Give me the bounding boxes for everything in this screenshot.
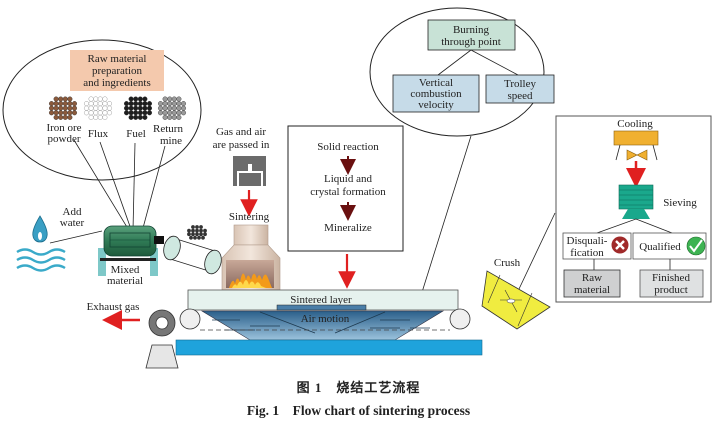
pellet xyxy=(199,232,203,237)
air-motion-label: Air motion xyxy=(301,313,350,325)
disq-line-2: fication xyxy=(570,247,604,259)
solid-reaction-text: Solid reaction xyxy=(317,141,379,153)
iron-ore-label-2: powder xyxy=(48,133,81,145)
mixer-drum: Mixed material xyxy=(98,225,164,287)
burning-through-point-box xyxy=(427,19,516,51)
vcv-line-1: Vertical xyxy=(419,77,453,89)
exhaust-group: Exhaust gas xyxy=(87,301,140,330)
water-group: Add water xyxy=(16,206,103,272)
sieving-label: Sieving xyxy=(663,197,697,209)
flux-label: Flux xyxy=(88,128,109,140)
pellet xyxy=(197,235,201,240)
fan-icon xyxy=(626,149,648,161)
raw-out-line-2: material xyxy=(574,284,610,296)
reaction-box: Solid reaction Liquid and crystal format… xyxy=(287,125,404,289)
pellet xyxy=(195,228,199,233)
sintered-layer-label: Sintered layer xyxy=(290,294,352,306)
trolley-line-2: speed xyxy=(507,90,533,102)
fuel-pile xyxy=(123,96,152,120)
raw-out-line-1: Raw xyxy=(582,272,602,284)
post-processing-panel: Cooling Sieving Disquali- fication Quali… xyxy=(555,115,712,303)
pellet xyxy=(193,235,197,240)
pellet xyxy=(199,225,203,229)
burning-line-2: through point xyxy=(441,36,501,48)
pellet xyxy=(195,225,199,229)
pellet xyxy=(203,232,207,237)
pellet xyxy=(189,235,193,240)
add-water-label-2: water xyxy=(60,217,85,229)
conveyor-base xyxy=(175,339,483,356)
trolley-line-1: Trolley xyxy=(504,78,536,90)
cooler-icon xyxy=(613,130,659,146)
pellet xyxy=(187,232,191,237)
sieve-icon xyxy=(618,184,654,210)
pellet xyxy=(187,228,191,233)
material-piles xyxy=(49,96,186,120)
accept-icon xyxy=(686,236,706,256)
raw-title-line3: and ingredients xyxy=(83,77,151,89)
gas-air-label-2: are passed in xyxy=(213,139,270,151)
mixed-material-label-2: material xyxy=(107,275,143,287)
finished-product-box xyxy=(639,269,704,298)
raw-material-output-box xyxy=(563,269,621,298)
burning-line-1: Burning xyxy=(453,24,490,36)
pellet xyxy=(191,225,195,229)
fuel-label: Fuel xyxy=(126,128,146,140)
sinter-mix-pellets xyxy=(187,225,207,240)
gas-inlet-group: Gas and air are passed in Sintering xyxy=(213,126,270,223)
raw-material-group: Raw material preparation and ingredients… xyxy=(2,39,202,233)
caption-chinese: 图 1 烧结工艺流程 xyxy=(296,380,421,395)
air-flow-lines xyxy=(212,311,430,334)
exhaust-gas-label: Exhaust gas xyxy=(87,301,140,313)
pellet xyxy=(191,232,195,237)
feed-drum xyxy=(163,225,222,275)
raw-title-line2: preparation xyxy=(92,65,143,77)
crusher-group: Crush xyxy=(481,212,556,330)
roller-left xyxy=(179,308,201,330)
burning-through-group: Burning through point Vertical combustio… xyxy=(369,7,555,311)
pellet xyxy=(195,232,199,237)
roller-right xyxy=(449,308,471,330)
mixed-material-label-1: Mixed xyxy=(111,264,140,276)
return-mine-label-1: Return xyxy=(153,123,183,135)
pellet xyxy=(203,228,207,233)
liquid-text-2: crystal formation xyxy=(310,186,386,198)
gas-air-label-1: Gas and air xyxy=(216,126,266,138)
liquid-text-1: Liquid and xyxy=(324,173,372,185)
crush-label: Crush xyxy=(494,257,521,269)
pellet xyxy=(199,228,203,233)
disq-line-1: Disquali- xyxy=(567,235,608,247)
finished-line-1: Finished xyxy=(652,272,690,284)
iron-ore-label-1: Iron ore xyxy=(46,122,81,134)
sintering-label: Sintering xyxy=(229,211,270,223)
pellet xyxy=(191,228,195,233)
cooling-label: Cooling xyxy=(617,118,653,130)
mineralize-text: Mineralize xyxy=(324,222,372,234)
vcv-line-2: combustion xyxy=(410,88,462,100)
vcv-line-3: velocity xyxy=(418,99,454,111)
feed-lines xyxy=(73,139,166,233)
trolley-speed-box xyxy=(485,74,555,104)
water-drop-icon xyxy=(32,215,48,243)
qualified-label: Qualified xyxy=(639,241,681,253)
raw-title-line1: Raw material xyxy=(88,53,147,65)
flux-pile xyxy=(83,96,112,120)
water-waves-icon xyxy=(16,248,66,272)
add-water-label-1: Add xyxy=(63,206,82,218)
return-mine-label-2: mine xyxy=(160,135,182,147)
finished-line-2: product xyxy=(654,284,688,296)
return-mine-pile xyxy=(157,96,186,120)
sinter-machine: Sintered layer Air motion xyxy=(145,289,483,369)
sintering-furnace xyxy=(221,224,281,291)
iron-ore-pile xyxy=(49,96,77,120)
pellet xyxy=(201,235,205,240)
caption-english: Fig. 1 Flow chart of sintering process xyxy=(246,403,471,418)
raw-material-title-box xyxy=(70,50,164,91)
vertical-combustion-box xyxy=(392,74,480,113)
